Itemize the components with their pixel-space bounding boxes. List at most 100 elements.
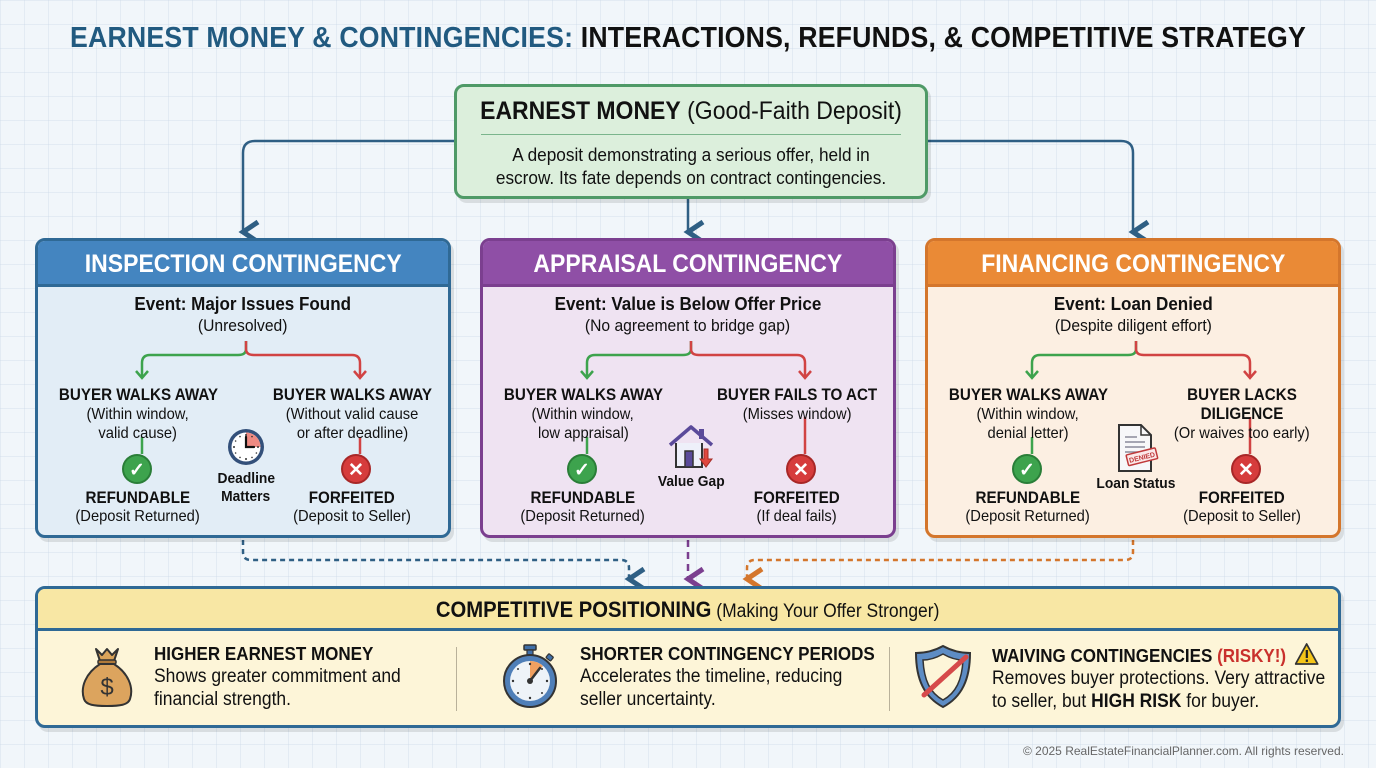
- forfeited-result: FORFEITED (If deal fails): [697, 489, 893, 526]
- denied-document-icon: DENIED: [1118, 424, 1159, 472]
- result-title: REFUNDABLE: [85, 489, 191, 507]
- option-condition: (Misses window): [742, 406, 852, 423]
- mid-label: Value Gap: [657, 473, 725, 490]
- forfeit-path-option: BUYER FAILS TO ACT (Misses window): [697, 386, 893, 443]
- result-subtitle: (If deal fails): [756, 508, 838, 525]
- value-gap-indicator: Value Gap: [643, 423, 739, 491]
- strategy-title: SHORTER CONTINGENCY PERIODS: [580, 643, 875, 664]
- refundable-result: REFUNDABLE (Deposit Returned): [483, 489, 683, 526]
- result-subtitle: (Deposit to Seller): [293, 508, 411, 525]
- competitive-positioning-panel: COMPETITIVE POSITIONING (Making Your Off…: [35, 586, 1341, 728]
- event-title: Event: Value is Below Offer Price: [554, 293, 822, 314]
- dashed-inspection-to-competitive: [241, 540, 646, 592]
- x-icon: ✕: [1231, 454, 1261, 484]
- earnest-money-box: EARNEST MONEY (Good-Faith Deposit) A dep…: [454, 84, 928, 199]
- strategy-desc: seller uncertainty.: [580, 689, 716, 710]
- svg-text:$: $: [100, 674, 113, 701]
- x-icon: ✕: [341, 454, 371, 484]
- refund-path-option: BUYER WALKS AWAY (Within window, denial …: [928, 386, 1128, 443]
- arrow-to-inspection: [238, 139, 454, 245]
- shield-crossed-icon: [914, 644, 972, 709]
- mid-label: Loan Status: [1096, 475, 1176, 492]
- high-risk-emphasis: HIGH RISK: [1091, 691, 1182, 712]
- divider: [481, 134, 901, 135]
- check-icon: ✓: [122, 454, 152, 484]
- option-title: BUYER WALKS AWAY: [948, 386, 1108, 404]
- result-title: REFUNDABLE: [530, 489, 636, 507]
- option-condition: (Within window,: [531, 406, 635, 423]
- check-icon: ✓: [1012, 454, 1042, 484]
- mid-label: Matters: [221, 488, 271, 505]
- money-bag-icon: $: [81, 648, 133, 708]
- forfeit-path-option: BUYER LACKS DILIGENCE (Or waives too ear…: [1142, 386, 1338, 462]
- option-condition: or after deadline): [296, 425, 408, 442]
- desc-text: to seller, but: [992, 691, 1092, 712]
- earnest-money-description: A deposit demonstrating a serious offer,…: [473, 143, 908, 189]
- card-title: APPRAISAL CONTINGENCY: [533, 250, 843, 278]
- event-title: Event: Loan Denied: [1053, 293, 1213, 314]
- option-title: BUYER LACKS DILIGENCE: [1187, 386, 1297, 423]
- option-title: BUYER WALKS AWAY: [503, 386, 663, 404]
- forfeited-result: FORFEITED (Deposit to Seller): [1142, 489, 1338, 526]
- result-subtitle: (Deposit to Seller): [1183, 508, 1301, 525]
- option-condition: low appraisal): [537, 425, 629, 442]
- refund-path-option: BUYER WALKS AWAY (Within window, valid c…: [38, 386, 238, 443]
- option-title: BUYER WALKS AWAY: [58, 386, 218, 404]
- desc-line: escrow. Its fate depends on contract con…: [495, 167, 887, 188]
- stopwatch-icon: [503, 644, 557, 708]
- earnest-money-title: EARNEST MONEY (Good-Faith Deposit): [476, 97, 907, 126]
- card-header: FINANCING CONTINGENCY: [928, 241, 1338, 287]
- appraisal-contingency-card: APPRAISAL CONTINGENCY Event: Value is Be…: [480, 238, 896, 538]
- option-title: BUYER WALKS AWAY: [272, 386, 432, 404]
- arrow-to-financing: [928, 139, 1150, 245]
- option-condition: (Without valid cause: [285, 406, 419, 423]
- card-title: FINANCING CONTINGENCY: [980, 250, 1286, 278]
- forfeited-result: FORFEITED (Deposit to Seller): [252, 489, 448, 526]
- earnest-money-title-bold: EARNEST MONEY: [480, 97, 681, 125]
- copyright-footer: © 2025 RealEstateFinancialPlanner.com. A…: [1022, 744, 1344, 758]
- event-subtitle: (Unresolved): [198, 316, 288, 335]
- competitive-subtitle: (Making Your Offer Stronger): [711, 601, 940, 622]
- result-title: FORFEITED: [308, 489, 396, 507]
- competitive-header: COMPETITIVE POSITIONING (Making Your Off…: [38, 589, 1338, 631]
- financing-contingency-card: FINANCING CONTINGENCY Event: Loan Denied…: [925, 238, 1341, 538]
- dashed-financing-to-competitive: [742, 540, 1135, 592]
- risky-label: (RISKY!): [1212, 645, 1287, 666]
- event-subtitle: (Despite diligent effort): [1054, 316, 1212, 335]
- title-part-1: EARNEST MONEY & CONTINGENCIES:: [70, 22, 574, 54]
- result-subtitle: (Deposit Returned): [965, 508, 1091, 525]
- house-value-down-icon: [668, 425, 714, 468]
- clock-icon: [228, 429, 264, 465]
- check-icon: ✓: [567, 454, 597, 484]
- event-title: Event: Major Issues Found: [134, 293, 352, 314]
- option-condition: (Within window,: [976, 406, 1080, 423]
- strategy-desc: Shows greater commitment and: [154, 666, 401, 687]
- refundable-result: REFUNDABLE (Deposit Returned): [928, 489, 1128, 526]
- warning-icon: [1294, 643, 1319, 665]
- competitive-title: COMPETITIVE POSITIONING: [436, 597, 712, 622]
- divider: [456, 647, 457, 711]
- card-title: INSPECTION CONTINGENCY: [84, 250, 402, 278]
- option-title: BUYER FAILS TO ACT: [716, 386, 878, 404]
- desc-line: A deposit demonstrating a serious offer,…: [512, 144, 870, 165]
- result-title: FORFEITED: [1198, 489, 1286, 507]
- loan-status-indicator: DENIED Loan Status: [1088, 423, 1184, 493]
- forfeit-path-option: BUYER WALKS AWAY (Without valid cause or…: [252, 386, 448, 443]
- option-condition: denial letter): [987, 425, 1069, 442]
- event-subtitle: (No agreement to bridge gap): [585, 316, 791, 335]
- divider: [889, 647, 890, 711]
- x-icon: ✕: [786, 454, 816, 484]
- option-condition: (Or waives too early): [1174, 425, 1310, 442]
- branch-arrows: [1025, 341, 1257, 454]
- branch-arrows: [580, 341, 812, 454]
- strategy-desc: Removes buyer protections. Very attracti…: [992, 668, 1326, 689]
- option-condition: (Within window,: [86, 406, 190, 423]
- deadline-indicator: Deadline Matters: [198, 427, 294, 506]
- strategy-desc: Accelerates the timeline, reducing: [580, 666, 843, 687]
- earnest-money-title-paren: (Good-Faith Deposit): [680, 97, 902, 125]
- desc-text: for buyer.: [1181, 691, 1260, 712]
- inspection-contingency-card: INSPECTION CONTINGENCY Event: Major Issu…: [35, 238, 451, 538]
- strategy-title: HIGHER EARNEST MONEY: [154, 643, 374, 664]
- card-header: APPRAISAL CONTINGENCY: [483, 241, 893, 287]
- refund-path-option: BUYER WALKS AWAY (Within window, low app…: [483, 386, 683, 443]
